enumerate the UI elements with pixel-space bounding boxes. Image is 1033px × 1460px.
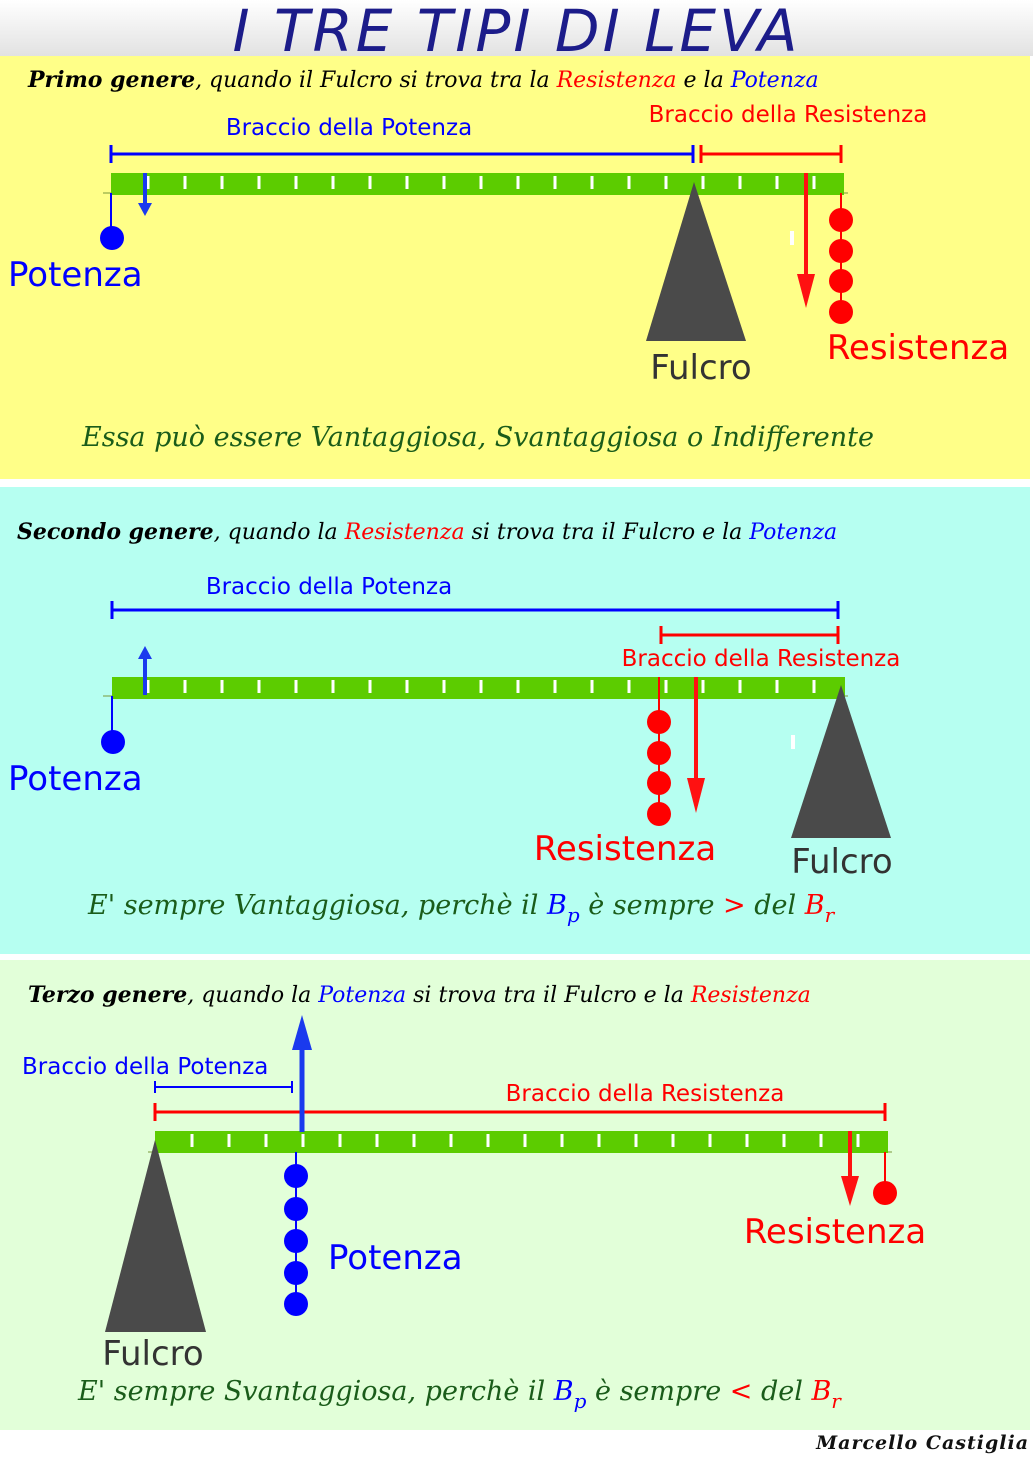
second-class-lever-panel: Secondo genere, quando la Resistenza si …: [0, 487, 1030, 954]
lever1-effort-point: [100, 193, 124, 250]
lever1-load-label: Resistenza: [827, 328, 1009, 368]
lever3-effort-arrow: [292, 1015, 312, 1132]
lever3-load-arm-label: Braccio della Resistenza: [506, 1081, 785, 1107]
lever3-note: E' sempre Svantaggiosa, perchè il Bp è s…: [77, 1376, 842, 1413]
lever3-bar: [148, 1131, 892, 1153]
lever3-effort-arm: [154, 1081, 293, 1093]
lever3-effort-weights: [284, 1152, 308, 1316]
lever2-load-arm-label: Braccio della Resistenza: [622, 646, 901, 672]
lever1-effort-arm-label: Braccio della Potenza: [226, 115, 472, 141]
lever2-load-arrow: [687, 677, 705, 813]
lever3-load-arrow: [841, 1131, 859, 1206]
lever1-effort-arrow: [138, 173, 152, 216]
lever1-heading: Primo genere, quando il Fulcro si trova …: [27, 67, 819, 93]
lever3-load-arm: [153, 1103, 887, 1121]
lever2-heading: Secondo genere, quando la Resistenza si …: [17, 519, 837, 545]
lever1-load-weights: [829, 193, 853, 324]
lever2-note: E' sempre Vantaggiosa, perchè il Bp è se…: [87, 890, 836, 927]
lever3-effort-arm-label: Braccio della Potenza: [22, 1054, 268, 1080]
lever2-fulcrum-label: Fulcro: [791, 842, 892, 882]
lever2-load-weights: [647, 677, 671, 826]
lever2-load-label: Resistenza: [534, 829, 716, 869]
first-class-lever-diagram: Primo genere, quando il Fulcro si trova …: [8, 67, 1009, 453]
lever1-load-arm: [699, 145, 843, 163]
lever3-effort-label: Potenza: [328, 1238, 463, 1278]
lever3-heading: Terzo genere, quando la Potenza si trova…: [28, 982, 811, 1008]
second-class-lever-diagram: Secondo genere, quando la Resistenza si …: [8, 519, 901, 927]
lever1-fulcrum: [646, 182, 746, 341]
lever2-effort-label: Potenza: [8, 759, 143, 799]
lever1-effort-label: Potenza: [8, 255, 143, 295]
lever3-fulcrum: [105, 1140, 206, 1332]
lever1-bar: [103, 173, 848, 195]
lever3-load-weight: [873, 1152, 897, 1205]
lever2-effort-arm-label: Braccio della Potenza: [206, 574, 452, 600]
lever2-bar: [103, 677, 848, 699]
lever1-note: Essa può essere Vantaggiosa, Svantaggios…: [81, 422, 874, 453]
author-signature: Marcello Castiglia: [816, 1432, 1029, 1454]
lever3-load-label: Resistenza: [744, 1212, 926, 1252]
lever2-effort-point: [101, 696, 125, 754]
lever2-load-arm: [659, 626, 840, 644]
lever1-fulcrum-label: Fulcro: [650, 348, 751, 388]
lever1-load-arm-label: Braccio della Resistenza: [649, 102, 928, 128]
lever2-fulcrum: [791, 685, 891, 838]
lever3-fulcrum-label: Fulcro: [102, 1334, 203, 1374]
lever2-effort-arrow: [138, 646, 152, 695]
lever2-effort-arm: [110, 601, 840, 619]
third-class-lever-panel: Terzo genere, quando la Potenza si trova…: [0, 960, 1030, 1430]
lever1-effort-arm: [109, 145, 695, 163]
first-class-lever-panel: Primo genere, quando il Fulcro si trova …: [0, 56, 1030, 479]
lever1-load-arrow: [797, 173, 815, 308]
third-class-lever-diagram: Terzo genere, quando la Potenza si trova…: [22, 982, 926, 1413]
page-title: I TRE TIPI DI LEVA: [0, 0, 1033, 62]
